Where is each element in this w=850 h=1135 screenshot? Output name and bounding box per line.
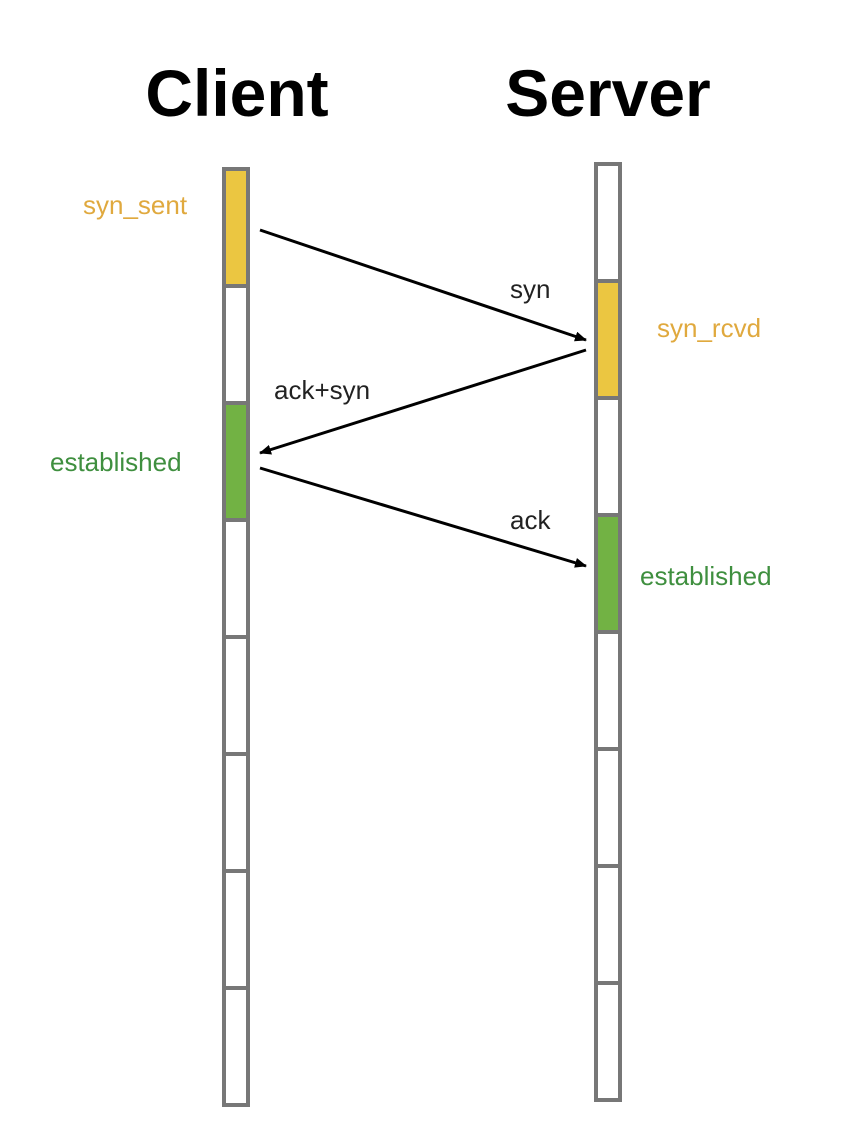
syn-label: syn [510, 274, 550, 304]
client-timeline-segment-3 [222, 401, 250, 522]
client-title: Client [145, 56, 328, 130]
server-title: Server [505, 56, 711, 130]
client-timeline-segment-5 [222, 635, 250, 756]
client-timeline-segment-6 [222, 752, 250, 873]
syn-arrow [259, 228, 587, 342]
server-timeline-segment-6 [594, 747, 622, 868]
server-timeline-segment-7 [594, 864, 622, 985]
client-state-syn-sent: syn_sent [83, 190, 188, 220]
server-timeline-segment-5 [594, 630, 622, 751]
server-timeline [594, 162, 622, 1102]
server-timeline-segment-1 [594, 162, 622, 283]
client-timeline-segment-1 [222, 167, 250, 288]
server-state-syn-rcvd: syn_rcvd [657, 313, 761, 343]
ack-syn-arrow [259, 348, 587, 455]
client-state-established: established [50, 447, 182, 477]
client-timeline-segment-4 [222, 518, 250, 639]
server-timeline-segment-8 [594, 981, 622, 1102]
server-timeline-segment-2 [594, 279, 622, 400]
ack-arrow [259, 466, 587, 568]
server-timeline-segment-4 [594, 513, 622, 634]
server-timeline-segment-3 [594, 396, 622, 517]
client-timeline-segment-2 [222, 284, 250, 405]
ack-syn-label: ack+syn [274, 375, 370, 405]
server-state-established: established [640, 561, 772, 591]
ack-label: ack [510, 505, 551, 535]
client-timeline-segment-7 [222, 869, 250, 990]
client-timeline-segment-8 [222, 986, 250, 1107]
client-timeline [222, 167, 250, 1107]
